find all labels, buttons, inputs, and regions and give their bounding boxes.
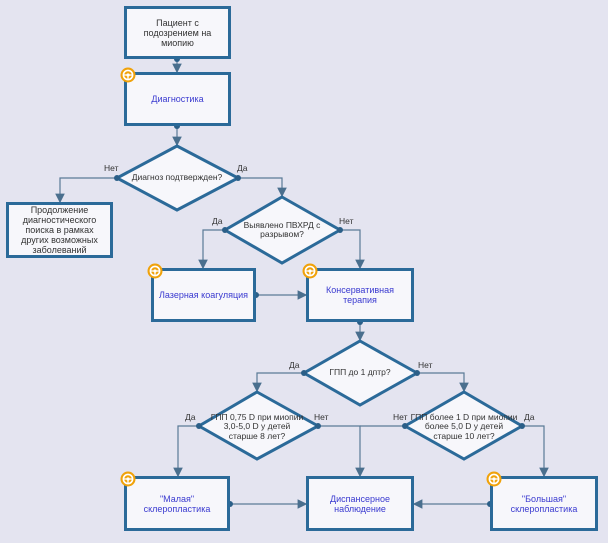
diamond-gpp1 bbox=[300, 339, 421, 407]
connector-q4-yes bbox=[173, 425, 199, 478]
connector-q3-no bbox=[417, 372, 469, 393]
dot bbox=[337, 227, 343, 233]
dot bbox=[402, 423, 408, 429]
node-big-scleroplasty[interactable]: "Большая" склеропластика bbox=[490, 476, 598, 531]
steering-wheel-badge-icon bbox=[302, 263, 318, 279]
q4-no-label: Нет bbox=[314, 412, 329, 422]
dot bbox=[196, 423, 202, 429]
connector-q2-yes bbox=[198, 229, 225, 270]
steering-wheel-badge-icon bbox=[120, 67, 136, 83]
label-gpp1: ГПП до 1 дптр? bbox=[329, 367, 391, 378]
q3-yes-label: Да bbox=[289, 360, 300, 370]
diamond-diagnosis-confirmed bbox=[113, 144, 242, 212]
q2-yes-label: Да bbox=[212, 216, 223, 226]
dot bbox=[301, 370, 307, 376]
node-diagnostics[interactable]: Диагностика bbox=[124, 72, 231, 126]
steering-wheel-badge-icon bbox=[120, 471, 136, 487]
label-gpp075: ГПП 0,75 D при миопии 3,0-5,0 D у детей … bbox=[210, 411, 304, 441]
dot bbox=[235, 175, 241, 181]
label-gpp-over1: ГПП более 1 D при миопии более 5,0 D у д… bbox=[410, 411, 518, 441]
diamond-pvhrd bbox=[222, 195, 344, 265]
q4-yes-label: Да bbox=[185, 412, 196, 422]
connector-q5-yes bbox=[522, 425, 549, 478]
label-diagnosis-confirmed: Диагноз подтвержден? bbox=[131, 172, 223, 183]
connector-q2-no bbox=[340, 229, 365, 270]
node-laser[interactable]: Лазерная коагуляция bbox=[151, 268, 256, 322]
diamond-gpp-over1 bbox=[401, 390, 525, 461]
q5-yes-label: Да bbox=[524, 412, 535, 422]
node-continue-search: Продолжение диагностического поиска в ра… bbox=[6, 202, 113, 258]
dot bbox=[414, 370, 420, 376]
diamond-gpp075 bbox=[196, 390, 322, 461]
q1-no-label: Нет bbox=[104, 163, 119, 173]
node-start: Пациент с подозрением на миопию bbox=[124, 6, 231, 59]
q5-no-label: Нет bbox=[393, 412, 408, 422]
dot bbox=[114, 175, 120, 181]
steering-wheel-badge-icon bbox=[147, 263, 163, 279]
connector-q4-no bbox=[318, 425, 365, 478]
q2-no-label: Нет bbox=[339, 216, 354, 226]
node-small-scleroplasty[interactable]: "Малая" склеропластика bbox=[124, 476, 230, 531]
connector-q1-no bbox=[55, 177, 117, 204]
steering-wheel-badge-icon bbox=[486, 471, 502, 487]
connector-q3-yes bbox=[252, 372, 304, 393]
q3-no-label: Нет bbox=[418, 360, 433, 370]
dot bbox=[519, 423, 525, 429]
dot bbox=[222, 227, 228, 233]
connector-q1-yes bbox=[238, 177, 287, 198]
node-dispensary[interactable]: Диспансерное наблюдение bbox=[306, 476, 414, 531]
q1-yes-label: Да bbox=[237, 163, 248, 173]
node-conservative[interactable]: Консервативная терапия bbox=[306, 268, 414, 322]
dot bbox=[315, 423, 321, 429]
label-pvhrd: Выявлено ПВХРД с разрывом? bbox=[243, 219, 321, 239]
